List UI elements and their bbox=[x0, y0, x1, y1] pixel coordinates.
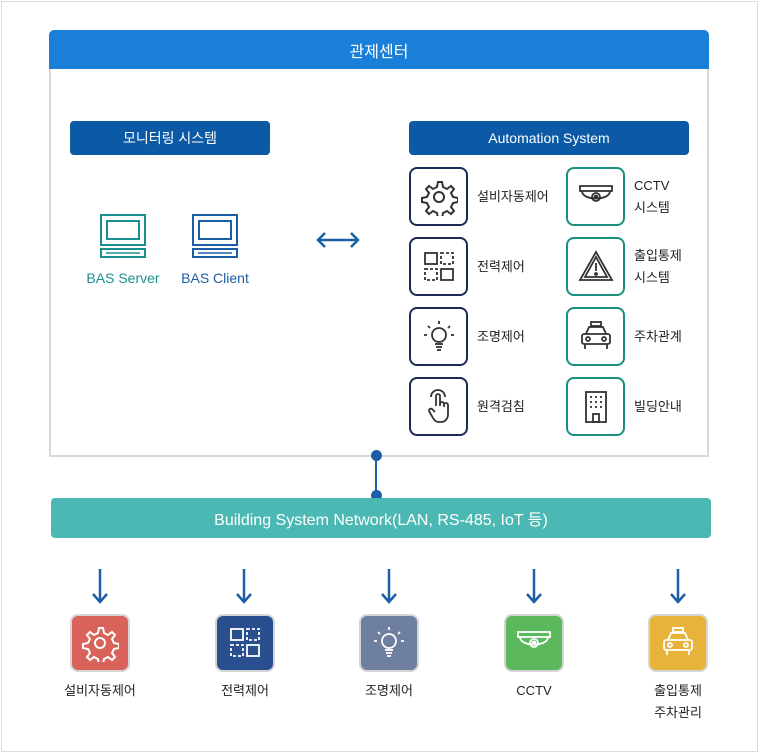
down-arrow-icon bbox=[381, 569, 397, 604]
connector-line bbox=[375, 455, 377, 496]
device-gear-icon bbox=[70, 614, 130, 672]
device-cctv-camera-icon bbox=[504, 614, 564, 672]
connector-dot-top bbox=[371, 450, 382, 461]
device-label-cctv: CCTV bbox=[516, 683, 552, 698]
bas-server-label: BAS Server bbox=[86, 270, 160, 286]
service-label-parking: 주차관계 bbox=[634, 329, 682, 344]
light-bulb-icon bbox=[409, 307, 468, 366]
device-power-panel-icon bbox=[215, 614, 275, 672]
down-arrow-icon bbox=[236, 569, 252, 604]
bas-client-label: BAS Client bbox=[181, 270, 249, 286]
device-label-equipment-control: 설비자동제어 bbox=[64, 683, 136, 698]
service-label-remote-metering: 원격검침 bbox=[477, 399, 525, 414]
service-label-power-control: 전력제어 bbox=[477, 259, 525, 274]
car-icon bbox=[566, 307, 625, 366]
down-arrow-icon bbox=[670, 569, 686, 604]
bas-client-computer-icon bbox=[192, 214, 238, 258]
touch-hand-icon bbox=[409, 377, 468, 436]
device-label-power-control: 전력제어 bbox=[221, 683, 269, 698]
device-light-bulb-icon bbox=[359, 614, 419, 672]
device-label-lighting-control: 조명제어 bbox=[365, 683, 413, 698]
control-center-title: 관제센터 bbox=[49, 30, 709, 69]
connector-dot-bottom bbox=[371, 490, 382, 501]
down-arrow-icon bbox=[526, 569, 542, 604]
bas-server-computer-icon bbox=[100, 214, 146, 258]
down-arrow-icon bbox=[92, 569, 108, 604]
power-panel-icon bbox=[409, 237, 468, 296]
device-label-access-parking: 출입통제 주차관리 bbox=[654, 683, 702, 720]
service-label-equipment-control: 설비자동제어 bbox=[477, 189, 549, 204]
warning-triangle-icon bbox=[566, 237, 625, 296]
automation-system-title: Automation System bbox=[409, 121, 689, 155]
bidirectional-arrow-icon bbox=[316, 232, 360, 248]
service-label-building-guide: 빌딩안내 bbox=[634, 399, 682, 414]
building-icon bbox=[566, 377, 625, 436]
gear-icon bbox=[409, 167, 468, 226]
service-label-lighting-control: 조명제어 bbox=[477, 329, 525, 344]
service-label-cctv-system: CCTV 시스템 bbox=[634, 178, 670, 215]
cctv-camera-icon bbox=[566, 167, 625, 226]
service-label-access-control-system: 출입통제 시스템 bbox=[634, 248, 682, 285]
building-system-network-bar: Building System Network(LAN, RS-485, IoT… bbox=[51, 498, 711, 538]
monitoring-system-title: 모니터링 시스템 bbox=[70, 121, 270, 155]
device-car-icon bbox=[648, 614, 708, 672]
